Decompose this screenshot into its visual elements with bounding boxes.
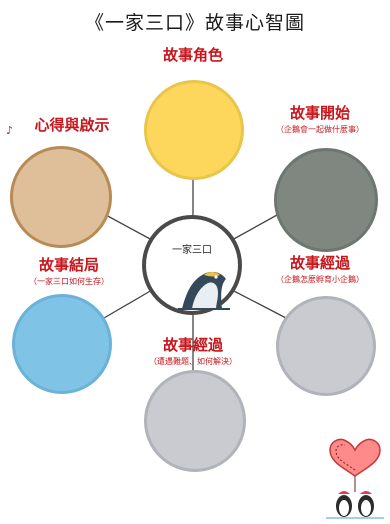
node-sub-process1: （企鵝怎麼孵育小企鵝） [276,275,364,284]
center-node: 一家三口 [142,215,242,315]
node-circle-beginning [274,148,378,252]
heart-penguins-icon [326,438,384,519]
node-label-characters: 故事角色 [162,46,223,64]
left-mark: ♪ [6,124,14,137]
node-circle-feelings [10,146,112,248]
node-label-ending: 故事結局 [38,256,99,274]
node-circle-characters [144,80,244,180]
penguin-icon [178,271,230,310]
center-label: 一家三口 [172,245,212,256]
node-circle-process2 [144,370,246,472]
node-sub-ending: （一家三口如何生存） [29,277,109,286]
page-title: 《一家三口》故事心智圖 [84,12,305,34]
node-circle-ending [12,294,112,394]
node-label-process1: 故事經過 [289,254,350,272]
node-sub-process2: （遭遇難題、如何解決） [149,357,237,366]
node-label-feelings: 心得與啟示 [34,116,110,134]
node-label-process2: 故事經過 [162,336,223,354]
node-circle-process1 [276,296,376,396]
node-label-beginning: 故事開始 [289,104,350,122]
node-sub-beginning: （企鵝會一起做什麼事） [276,125,364,134]
